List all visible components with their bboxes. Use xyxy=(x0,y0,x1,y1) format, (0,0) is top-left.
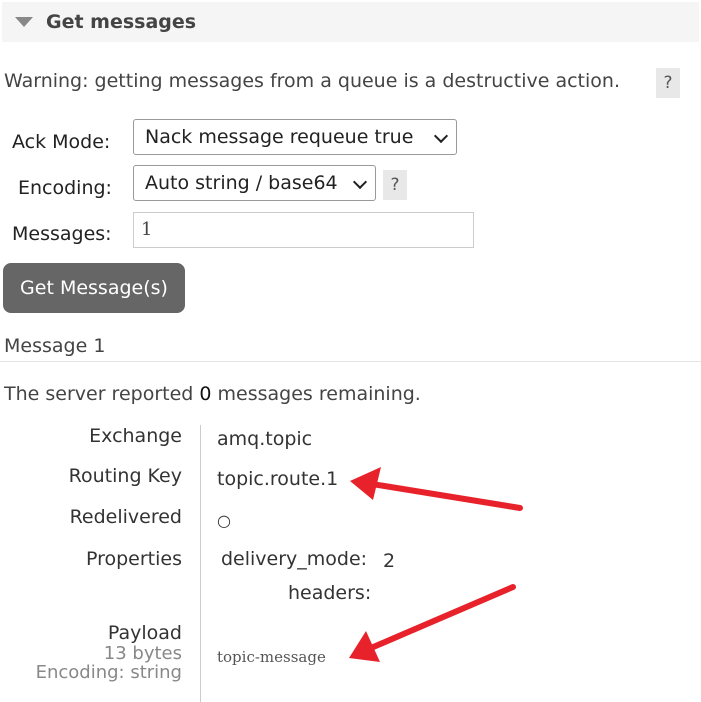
redelivered-value: ○ xyxy=(217,511,231,530)
properties-label: Properties xyxy=(85,548,182,570)
arrow-routing-key xyxy=(350,467,523,511)
ack-mode-select[interactable]: Nack message requeue true xyxy=(133,119,457,155)
message-title: Message 1 xyxy=(4,335,106,357)
delivery-mode-value: 2 xyxy=(383,550,396,572)
redelivered-label: Redelivered xyxy=(69,506,182,528)
routing-key-label: Routing Key xyxy=(68,465,182,487)
headers-key: headers: xyxy=(288,582,372,604)
messages-label: Messages: xyxy=(12,223,112,245)
reported-prefix: The server reported xyxy=(4,383,194,405)
routing-key-value: topic.route.1 xyxy=(217,468,339,490)
destructive-warning: Warning: getting messages from a queue i… xyxy=(4,70,620,92)
encoding-label: Encoding: xyxy=(18,177,112,199)
exchange-value: amq.topic xyxy=(217,428,313,450)
payload-encoding: Encoding: string xyxy=(35,662,182,683)
encoding-value: Auto string / base64 xyxy=(145,172,338,194)
get-messages-header[interactable]: Get messages xyxy=(2,2,699,42)
reported-suffix: messages remaining. xyxy=(217,383,421,405)
encoding-select[interactable]: Auto string / base64 xyxy=(133,165,376,201)
payload-label: Payload xyxy=(107,622,182,644)
ack-mode-value: Nack message requeue true xyxy=(145,126,414,148)
section-title: Get messages xyxy=(46,11,197,33)
messages-remaining-text: The server reported 0 messages remaining… xyxy=(4,383,421,405)
delivery-mode-key: delivery_mode: xyxy=(221,548,368,570)
collapse-triangle-icon[interactable] xyxy=(15,17,33,27)
warning-help-button[interactable]: ? xyxy=(656,68,680,98)
details-separator xyxy=(200,425,201,702)
get-messages-button[interactable]: Get Message(s) xyxy=(3,263,185,313)
divider xyxy=(0,361,701,362)
payload-size: 13 bytes xyxy=(103,643,182,664)
exchange-label: Exchange xyxy=(89,425,182,447)
encoding-help-button[interactable]: ? xyxy=(383,170,407,200)
ack-mode-label: Ack Mode: xyxy=(12,131,111,153)
arrow-payload xyxy=(349,584,516,662)
messages-count-input[interactable]: 1 xyxy=(133,212,474,248)
remaining-count: 0 xyxy=(199,383,212,405)
payload-value: topic-message xyxy=(217,648,326,666)
